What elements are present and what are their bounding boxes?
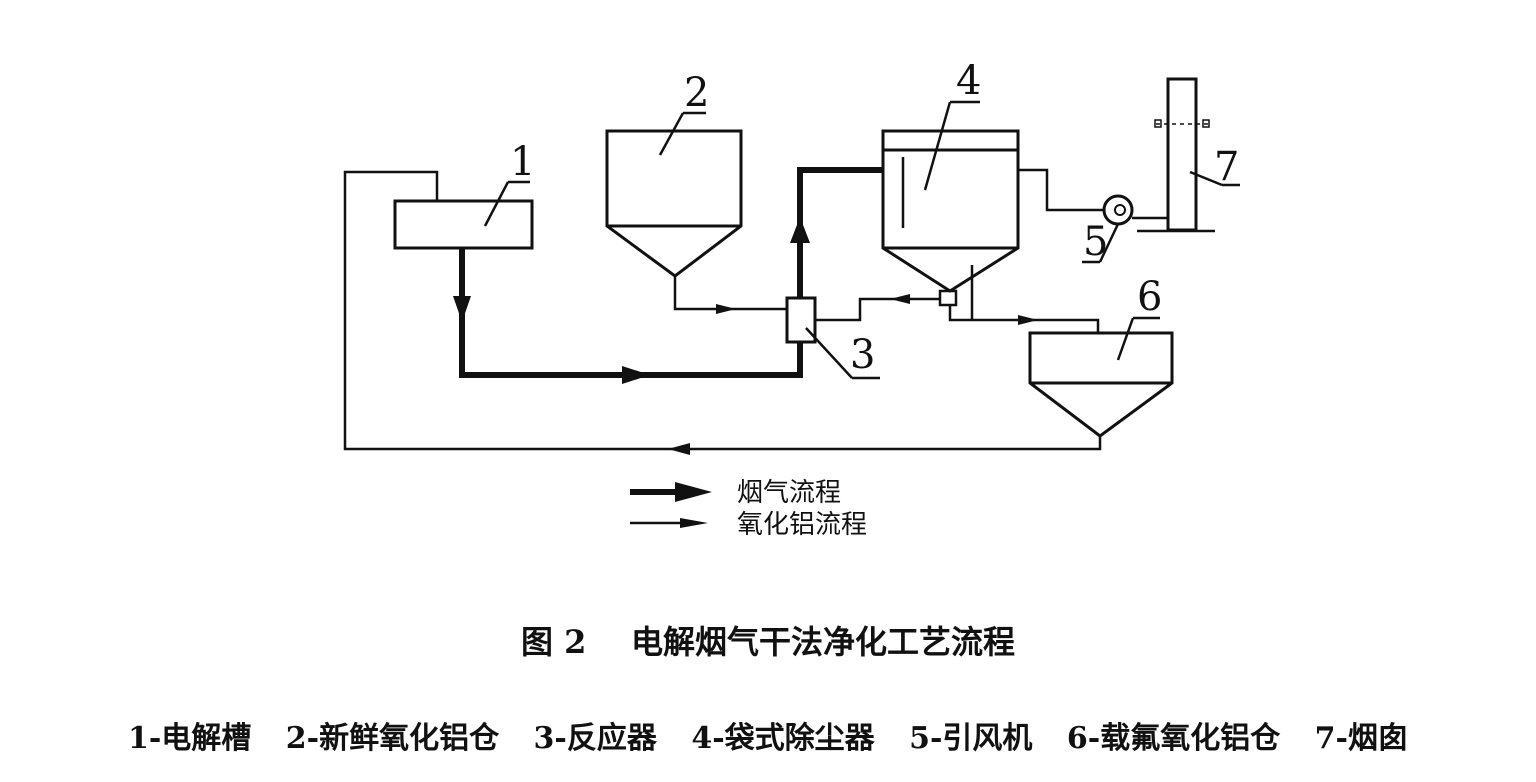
flue-gas-arrow-up — [790, 217, 810, 243]
leader-4 — [923, 101, 952, 191]
legend-alumina-arrow — [680, 518, 708, 528]
leader-1 — [483, 181, 510, 227]
alumina-arrow-recycle — [890, 294, 910, 304]
figure-number: 图 2 — [521, 623, 587, 661]
flue-gas-line-reactor-to-filter — [797, 167, 883, 298]
figure-title: 电解烟气干法净化工艺流程 — [630, 623, 1015, 661]
label-6: 6 — [1137, 274, 1162, 320]
key-item: 1-电解槽 — [127, 721, 252, 756]
chimney-mark-right — [1202, 119, 1210, 128]
alumina-arrow-to-silo6 — [1018, 315, 1038, 325]
legend-flue-gas-arrow — [675, 482, 712, 502]
leader-6 — [1116, 317, 1135, 361]
alumina-arrow-return — [668, 443, 690, 455]
key-item: 3-反应器 — [533, 721, 657, 756]
leader-3 — [805, 327, 853, 379]
label-2: 2 — [684, 70, 709, 116]
fresh-alumina-silo — [605, 129, 743, 278]
key-item: 4-袋式除尘器 — [691, 721, 875, 756]
label-7: 7 — [1214, 144, 1239, 190]
component-key: 1-电解槽 2-新鲜氧化铝仓 3-反应器 4-袋式除尘器 5-引风机 6-载氟氧… — [0, 713, 1536, 757]
label-1: 1 — [510, 139, 535, 185]
key-item: 6-载氟氧化铝仓 — [1066, 721, 1281, 756]
bag-filter-outlet — [938, 289, 958, 307]
chimney — [1166, 77, 1198, 232]
key-item: 5-引风机 — [909, 721, 1033, 756]
flue-gas-arrow-right — [622, 366, 650, 384]
label-4: 4 — [956, 58, 981, 104]
label-3: 3 — [850, 332, 875, 378]
key-item: 2-新鲜氧化铝仓 — [285, 721, 500, 756]
leader-7 — [1189, 170, 1223, 187]
alumina-line-return-to-cell — [343, 170, 1102, 451]
electrolysis-cell — [393, 199, 534, 250]
chimney-mark-left — [1154, 119, 1162, 128]
leader-5 — [1098, 223, 1120, 263]
gas-line-filter-to-fan — [1018, 168, 1104, 212]
leader-2 — [658, 112, 685, 156]
label-5: 5 — [1083, 219, 1108, 265]
alumina-arrow-to-reactor — [716, 304, 736, 314]
figure-caption: 图 2 电解烟气干法净化工艺流程 — [0, 617, 1536, 663]
fluorinated-alumina-silo — [1028, 331, 1174, 438]
alumina-line-silo-to-reactor — [673, 276, 787, 311]
bag-filter — [881, 129, 1020, 293]
key-item: 7-烟囱 — [1314, 721, 1408, 756]
legend-alumina-label: 氧化铝流程 — [737, 510, 867, 540]
alumina-line-filter-to-reactor — [815, 297, 940, 322]
process-flow-diagram: 1 2 4 3 6 5 7 烟气流 — [343, 58, 1240, 540]
flue-gas-line-cell-to-reactor — [459, 248, 803, 378]
legend-flue-gas-label: 烟气流程 — [737, 478, 841, 508]
flue-gas-arrow-down — [453, 296, 471, 322]
reactor — [785, 296, 817, 344]
fan-hub — [1114, 204, 1126, 216]
